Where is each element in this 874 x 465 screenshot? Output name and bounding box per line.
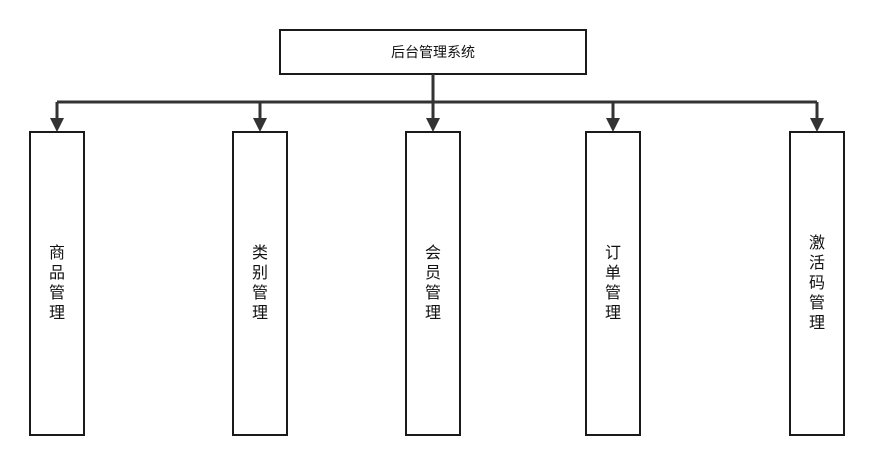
arrowhead-3	[426, 118, 440, 132]
child-node-label-2: 类别管理	[251, 243, 268, 322]
child-node-box-3	[405, 131, 461, 436]
child-node-label-4: 订单管理	[604, 243, 621, 322]
root-node-label: 后台管理系统	[391, 45, 475, 61]
child-node-box-2	[232, 131, 288, 436]
root-node-box	[279, 29, 587, 75]
arrowhead-1	[50, 118, 64, 132]
arrowhead-5	[810, 118, 824, 132]
arrowhead-2	[253, 118, 267, 132]
child-node-label-5: 激活码管理	[808, 233, 825, 332]
child-node-box-4	[585, 131, 641, 436]
child-node-box-5	[789, 131, 845, 436]
child-node-label-1: 商品管理	[48, 243, 65, 322]
child-node-label-3: 会员管理	[424, 243, 441, 322]
child-node-box-1	[29, 131, 85, 436]
arrowhead-4	[606, 118, 620, 132]
